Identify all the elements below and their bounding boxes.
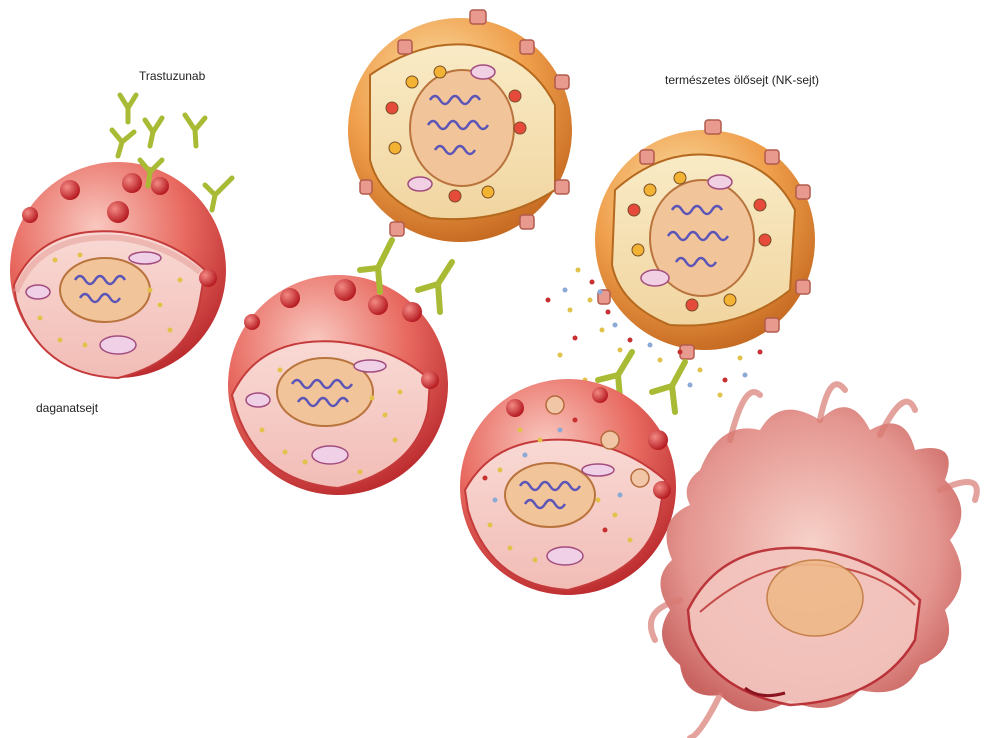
label-tumor-cell: daganatsejt — [36, 401, 99, 415]
nk-cell-1 — [348, 10, 572, 242]
nk-cell-2 — [595, 120, 815, 359]
tumor-cell-1 — [10, 162, 226, 378]
label-trastuzumab: Trastuzunab — [139, 69, 206, 83]
label-nk-cell: természetes ölősejt (NK-sejt) — [665, 73, 819, 87]
tumor-cell-3 — [460, 379, 676, 595]
lysed-tumor-cell — [651, 384, 977, 738]
tumor-cell-2 — [228, 275, 448, 495]
